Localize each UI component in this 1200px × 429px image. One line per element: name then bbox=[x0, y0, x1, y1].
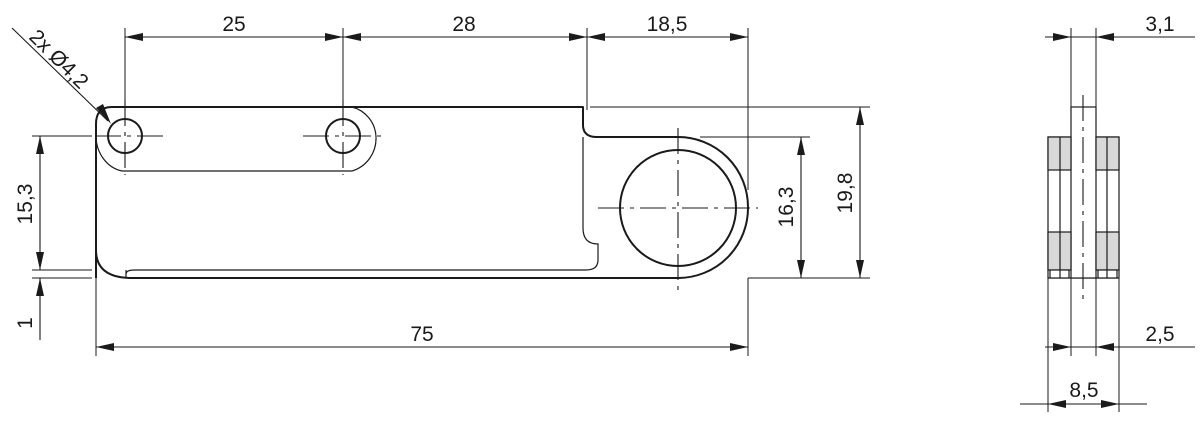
dim-label-boss-height: 16,3 bbox=[775, 187, 798, 228]
dim-label-hole-to-edge: 28 bbox=[452, 13, 475, 36]
dim-label-bottom-offset: 1 bbox=[14, 317, 37, 329]
plate-outline bbox=[95, 106, 750, 279]
dim-label-total-height: 19,8 bbox=[834, 173, 857, 214]
side-view: 3,1 2,5 8,5 bbox=[1020, 13, 1195, 412]
dim-label-side-total-width: 8,5 bbox=[1069, 379, 1098, 402]
dim-label-overall-length: 75 bbox=[410, 323, 433, 346]
dim-label-hole-spacing: 25 bbox=[222, 13, 245, 36]
dim-label-hole-callout: 2x Ø4,2 bbox=[24, 25, 92, 93]
dim-label-boss-width: 18,5 bbox=[647, 13, 688, 36]
boss-bore bbox=[619, 149, 737, 267]
slot-right-curve bbox=[351, 106, 377, 172]
front-dimensions: 25 28 18,5 2x Ø4,2 75 19,8 16, bbox=[11, 13, 870, 356]
hole-callout-leader bbox=[11, 27, 109, 122]
slot-left-curve bbox=[95, 135, 123, 172]
dim-label-side-top-width: 3,1 bbox=[1145, 13, 1174, 36]
dim-label-hole-height: 15,3 bbox=[14, 184, 37, 225]
dim-label-side-gap: 2,5 bbox=[1145, 323, 1174, 346]
front-view bbox=[95, 100, 758, 290]
plate-inner-step bbox=[125, 137, 599, 275]
